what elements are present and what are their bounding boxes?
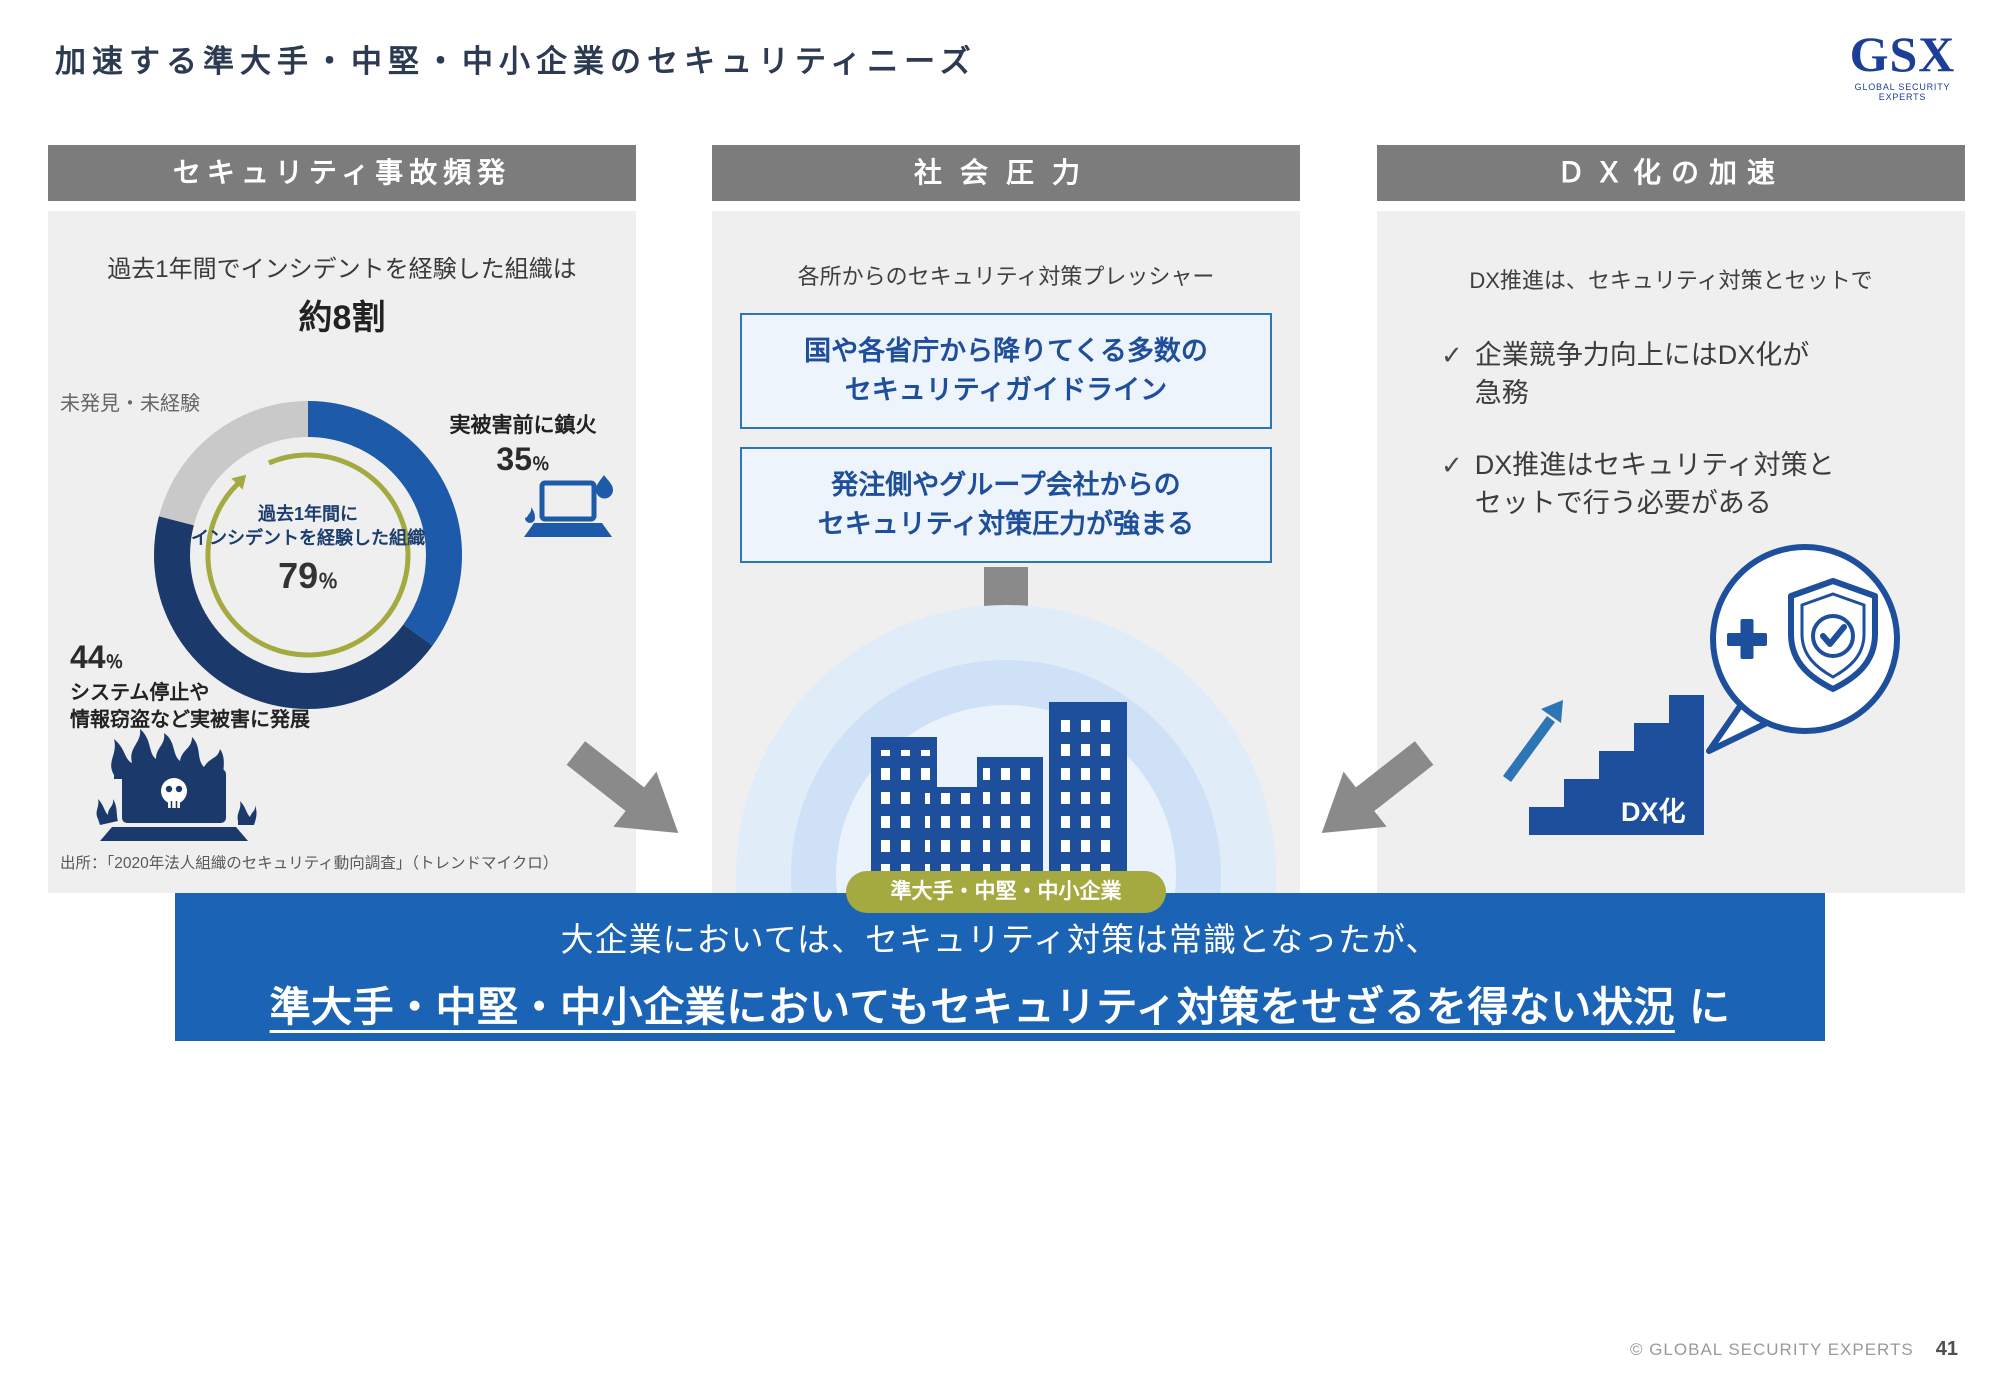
dx-check-item-1: ✓ 企業競争力向上にはDX化が 急務 xyxy=(1441,337,1809,413)
dx-check1-text: 企業競争力向上にはDX化が 急務 xyxy=(1474,340,1810,408)
value-extinguished: 35％ xyxy=(496,441,550,477)
donut-center-label: 過去1年間に インシデントを経験した組織 79％ xyxy=(153,502,463,597)
incident-intro-emphasis: 約8割 xyxy=(298,299,386,337)
damage-label-group: 44％ システム停止や 情報窃盗など実被害に発展 xyxy=(70,639,310,734)
label-extinguished: 実被害前に鎮火 xyxy=(449,414,597,437)
flow-arrow-right-icon xyxy=(1321,741,1434,834)
burning-laptop-skull-icon xyxy=(96,729,257,841)
page-title: 加速する準大手・中堅・中小企業のセキュリティニーズ xyxy=(55,44,977,79)
donut-center-line1: 過去1年間に xyxy=(257,504,358,524)
laptop-flame-icon xyxy=(524,475,613,537)
buildings-icon xyxy=(871,702,1127,880)
donut-center-line2: インシデントを経験した組織 xyxy=(191,528,425,549)
banner-line2-underlined: 準大手・中堅・中小企業においてもセキュリティ対策をせざるを得ない状況 xyxy=(269,984,1675,1030)
trend-up-arrow-icon xyxy=(1502,700,1563,782)
source-note: 出所：「2020年法人組織のセキュリティ動向調査」（トレンドマイクロ） xyxy=(60,855,559,872)
pressure-box2-text: 発注側やグループ会社からの セキュリティ対策圧力が強まる xyxy=(817,469,1195,539)
check-icon: ✓ xyxy=(1441,340,1463,370)
panel-incidents: 過去1年間でインシデントを経験した組織は 約8割 未発見・未経験 過去1年間に … xyxy=(48,211,636,893)
gsx-logo-caption: GLOBAL SECURITY EXPERTS xyxy=(1854,81,1951,102)
incident-intro-text: 過去1年間でインシデントを経験した組織は xyxy=(107,256,577,283)
value-damage: 44％ xyxy=(70,639,124,675)
donut-chart-svg xyxy=(154,401,462,709)
conclusion-banner: 大企業においては、セキュリティ対策は常識となったが、 準大手・中堅・中小企業にお… xyxy=(175,893,1825,1041)
incident-donut-chart: 過去1年間に インシデントを経験した組織 79％ xyxy=(153,400,463,710)
footer: © GLOBAL SECURITY EXPERTS 41 xyxy=(1630,1338,1958,1361)
pressure-box-guidelines: 国や各省庁から降りてくる多数の セキュリティガイドライン xyxy=(740,313,1272,429)
gsx-logo: GSX GLOBAL SECURITY EXPERTS xyxy=(1830,28,1975,102)
panel-dx: DX推進は、セキュリティ対策とセットで ✓ 企業競争力向上にはDX化が 急務 ✓… xyxy=(1377,211,1965,893)
footer-copyright: © GLOBAL SECURITY EXPERTS xyxy=(1629,1340,1914,1359)
plus-icon xyxy=(1727,619,1767,659)
extinguished-label-group: 実被害前に鎮火 35％ xyxy=(418,409,628,478)
pressure-box-clients: 発注側やグループ会社からの セキュリティ対策圧力が強まる xyxy=(740,447,1272,563)
check-icon: ✓ xyxy=(1441,450,1463,480)
banner-line2-suffix: に xyxy=(1688,984,1731,1030)
header-incidents: セキュリティ事故頻発 xyxy=(48,145,636,201)
page-number: 41 xyxy=(1935,1338,1958,1360)
label-undetected: 未発見・未経験 xyxy=(60,393,200,415)
header-social-pressure: 社会圧力 xyxy=(712,145,1300,201)
dx-check-item-2: ✓ DX推進はセキュリティ対策と セットで行う必要がある xyxy=(1441,447,1835,523)
header-dx-acceleration: ＤＸ化の加速 xyxy=(1377,145,1965,201)
security-speech-bubble-icon xyxy=(1706,544,1900,754)
pressure-box1-text: 国や各省庁から降りてくる多数の セキュリティガイドライン xyxy=(804,335,1208,405)
dx-stairs-icon: DX化 xyxy=(1529,685,1704,835)
dx-intro: DX推進は、セキュリティ対策とセットで xyxy=(1469,268,1873,293)
donut-center-value: 79％ xyxy=(278,554,338,596)
label-damage: システム停止や 情報窃盗など実被害に発展 xyxy=(70,682,310,731)
dx-check2-text: DX推進はセキュリティ対策と セットで行う必要がある xyxy=(1474,450,1835,518)
gsx-logo-text: GSX xyxy=(1849,26,1956,82)
companies-badge: 準大手・中堅・中小企業 xyxy=(846,871,1166,913)
panel-social-pressure: 各所からのセキュリティ対策プレッシャー 国や各省庁から降りてくる多数の セキュリ… xyxy=(712,211,1300,893)
incident-intro: 過去1年間でインシデントを経験した組織は 約8割 xyxy=(48,249,636,339)
banner-line2: 準大手・中堅・中小企業においてもセキュリティ対策をせざるを得ない状況に xyxy=(175,973,1825,1033)
flow-arrow-left-icon xyxy=(566,741,679,834)
pressure-intro: 各所からのセキュリティ対策プレッシャー xyxy=(797,264,1215,289)
banner-line1: 大企業においては、セキュリティ対策は常識となったが、 xyxy=(560,921,1440,958)
shield-check-icon xyxy=(1788,578,1878,692)
dx-stairs-label: DX化 xyxy=(1621,797,1686,827)
